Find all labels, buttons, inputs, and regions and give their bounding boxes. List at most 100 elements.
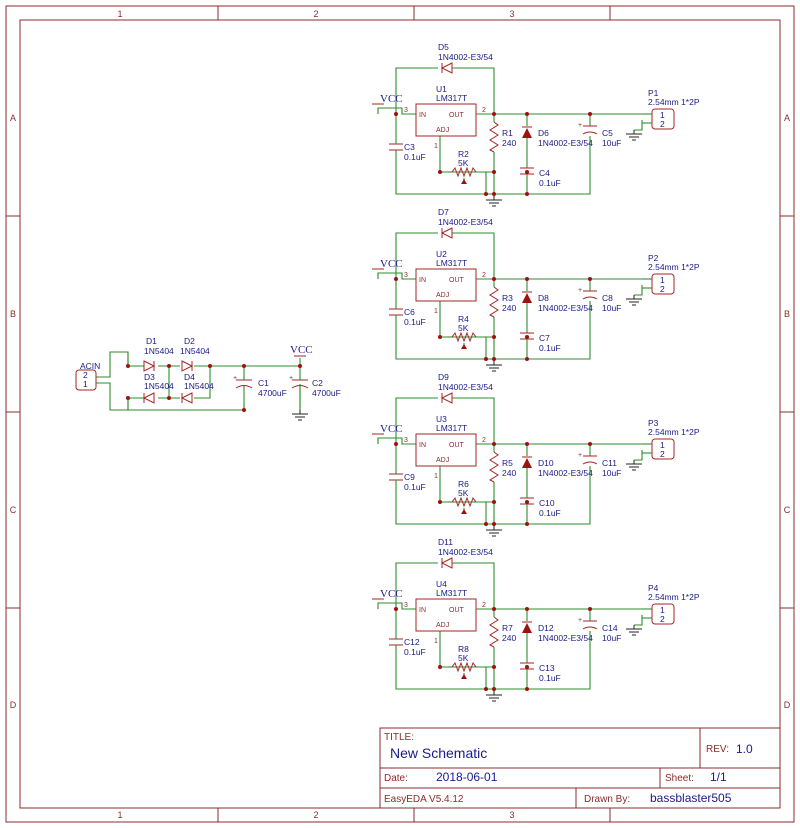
diode-d1[interactable] <box>143 360 156 372</box>
diode-top-2[interactable] <box>440 227 453 239</box>
pin-3-number: 3 <box>404 272 408 279</box>
channel-vcc-label: VCC <box>380 93 403 105</box>
diode-adj-value: 1N4002-E3/54 <box>538 468 593 478</box>
regulator-value: LM317T <box>436 423 467 433</box>
output-ground-icon <box>626 625 642 636</box>
regulator-ic[interactable] <box>415 433 477 467</box>
svg-text:+: + <box>578 452 582 459</box>
capacitor-input[interactable] <box>389 470 403 486</box>
pin-3-number: 3 <box>404 437 408 444</box>
output-connector[interactable] <box>642 438 675 460</box>
d1-ref: D1 <box>146 336 157 346</box>
svg-text:+: + <box>578 617 582 624</box>
svg-text:+: + <box>233 375 237 382</box>
potentiometer[interactable] <box>451 496 477 514</box>
diode-adj-value: 1N4002-E3/54 <box>538 633 593 643</box>
r-set-ref: R1 <box>502 128 513 138</box>
diode-adj[interactable] <box>522 621 532 633</box>
capacitor-input-value: 0.1uF <box>404 317 426 327</box>
pin-in-label: IN <box>419 442 426 449</box>
regulator-value: LM317T <box>436 258 467 268</box>
capacitor-output[interactable]: + <box>578 452 598 465</box>
pin-3-number: 3 <box>404 107 408 114</box>
resistor-r-set[interactable] <box>488 616 499 648</box>
frame-row-b-left: B <box>10 309 16 319</box>
pin-out-label: OUT <box>449 277 465 284</box>
diode-d4[interactable] <box>180 392 193 404</box>
output-connector[interactable] <box>642 603 675 625</box>
frame-row-b-right: B <box>784 309 790 319</box>
capacitor-input[interactable] <box>389 305 403 321</box>
output-connector[interactable] <box>642 108 675 130</box>
diode-top-ref: D5 <box>438 42 449 52</box>
pin-adj-label: ADJ <box>436 127 449 134</box>
output-ground-icon <box>626 130 642 141</box>
r-set-value: 240 <box>502 468 516 478</box>
pin-1-number: 1 <box>434 143 438 150</box>
capacitor-input[interactable] <box>389 635 403 651</box>
frame-col-2-bottom: 2 <box>313 810 318 820</box>
output-connector-value: 2.54mm 1*2P <box>648 592 700 602</box>
potentiometer-value: 5K <box>458 488 469 498</box>
r-set-value: 240 <box>502 633 516 643</box>
diode-adj-ref: D12 <box>538 623 554 633</box>
acin-pin-1: 1 <box>83 379 88 389</box>
diode-top-value: 1N4002-E3/54 <box>438 217 493 227</box>
capacitor-output[interactable]: + <box>578 617 598 630</box>
potentiometer[interactable] <box>451 661 477 679</box>
input-ground-icon <box>292 410 308 421</box>
c2-ref: C2 <box>312 378 323 388</box>
input-rectifier: ACIN 2 1 D1 1N5404 D2 1N5404 D3 1N5404 D… <box>75 336 341 421</box>
capacitor-adj-value: 0.1uF <box>539 343 561 353</box>
frame-col-1-top: 1 <box>117 9 122 19</box>
capacitor-output[interactable]: + <box>578 122 598 135</box>
regulator-ic[interactable] <box>415 103 477 137</box>
frame-row-a-left: A <box>10 113 16 123</box>
potentiometer-ref: R8 <box>458 644 469 654</box>
capacitor-input-ref: C12 <box>404 637 420 647</box>
diode-adj[interactable] <box>522 456 532 468</box>
regulator-ic[interactable] <box>415 598 477 632</box>
capacitor-c2[interactable]: + <box>289 374 309 410</box>
diode-adj-value: 1N4002-E3/54 <box>538 138 593 148</box>
r-set-ref: R3 <box>502 293 513 303</box>
potentiometer[interactable] <box>451 166 477 184</box>
pin-3-number: 3 <box>404 602 408 609</box>
diode-adj-ref: D6 <box>538 128 549 138</box>
capacitor-output-value: 10uF <box>602 138 621 148</box>
title-label: TITLE: <box>384 732 414 743</box>
diode-top-3[interactable] <box>440 392 453 404</box>
diode-adj[interactable] <box>522 291 532 303</box>
potentiometer[interactable] <box>451 331 477 349</box>
diode-d3[interactable] <box>142 392 155 404</box>
output-connector-pin-1: 1 <box>660 110 665 120</box>
capacitor-output[interactable]: + <box>578 287 598 300</box>
pin-1-number: 1 <box>434 308 438 315</box>
resistor-r-set[interactable] <box>488 451 499 483</box>
diode-adj[interactable] <box>522 126 532 138</box>
title-block: TITLE: New Schematic REV: 1.0 Date: 2018… <box>379 727 781 809</box>
frame-col-3-top: 3 <box>509 9 514 19</box>
resistor-r-set[interactable] <box>488 286 499 318</box>
output-ground-icon <box>626 295 642 306</box>
resistor-r-set[interactable] <box>488 121 499 153</box>
diode-d2[interactable] <box>181 360 194 372</box>
diode-top-ref: D11 <box>438 537 453 547</box>
diode-top-4[interactable] <box>440 557 453 569</box>
output-connector-pin-1: 1 <box>660 275 665 285</box>
acin-connector[interactable] <box>75 369 97 391</box>
capacitor-adj-ref: C10 <box>539 498 555 508</box>
pin-in-label: IN <box>419 112 426 119</box>
diode-top-value: 1N4002-E3/54 <box>438 52 493 62</box>
capacitor-c1[interactable]: + <box>233 374 253 400</box>
capacitor-input[interactable] <box>389 140 403 156</box>
potentiometer-value: 5K <box>458 158 469 168</box>
frame-row-a-right: A <box>784 113 790 123</box>
diode-top-1[interactable] <box>440 62 453 74</box>
output-connector[interactable] <box>642 273 675 295</box>
pin-2-number: 2 <box>482 602 486 609</box>
output-connector-value: 2.54mm 1*2P <box>648 427 700 437</box>
diode-adj-value: 1N4002-E3/54 <box>538 303 593 313</box>
regulator-ic[interactable] <box>415 268 477 302</box>
